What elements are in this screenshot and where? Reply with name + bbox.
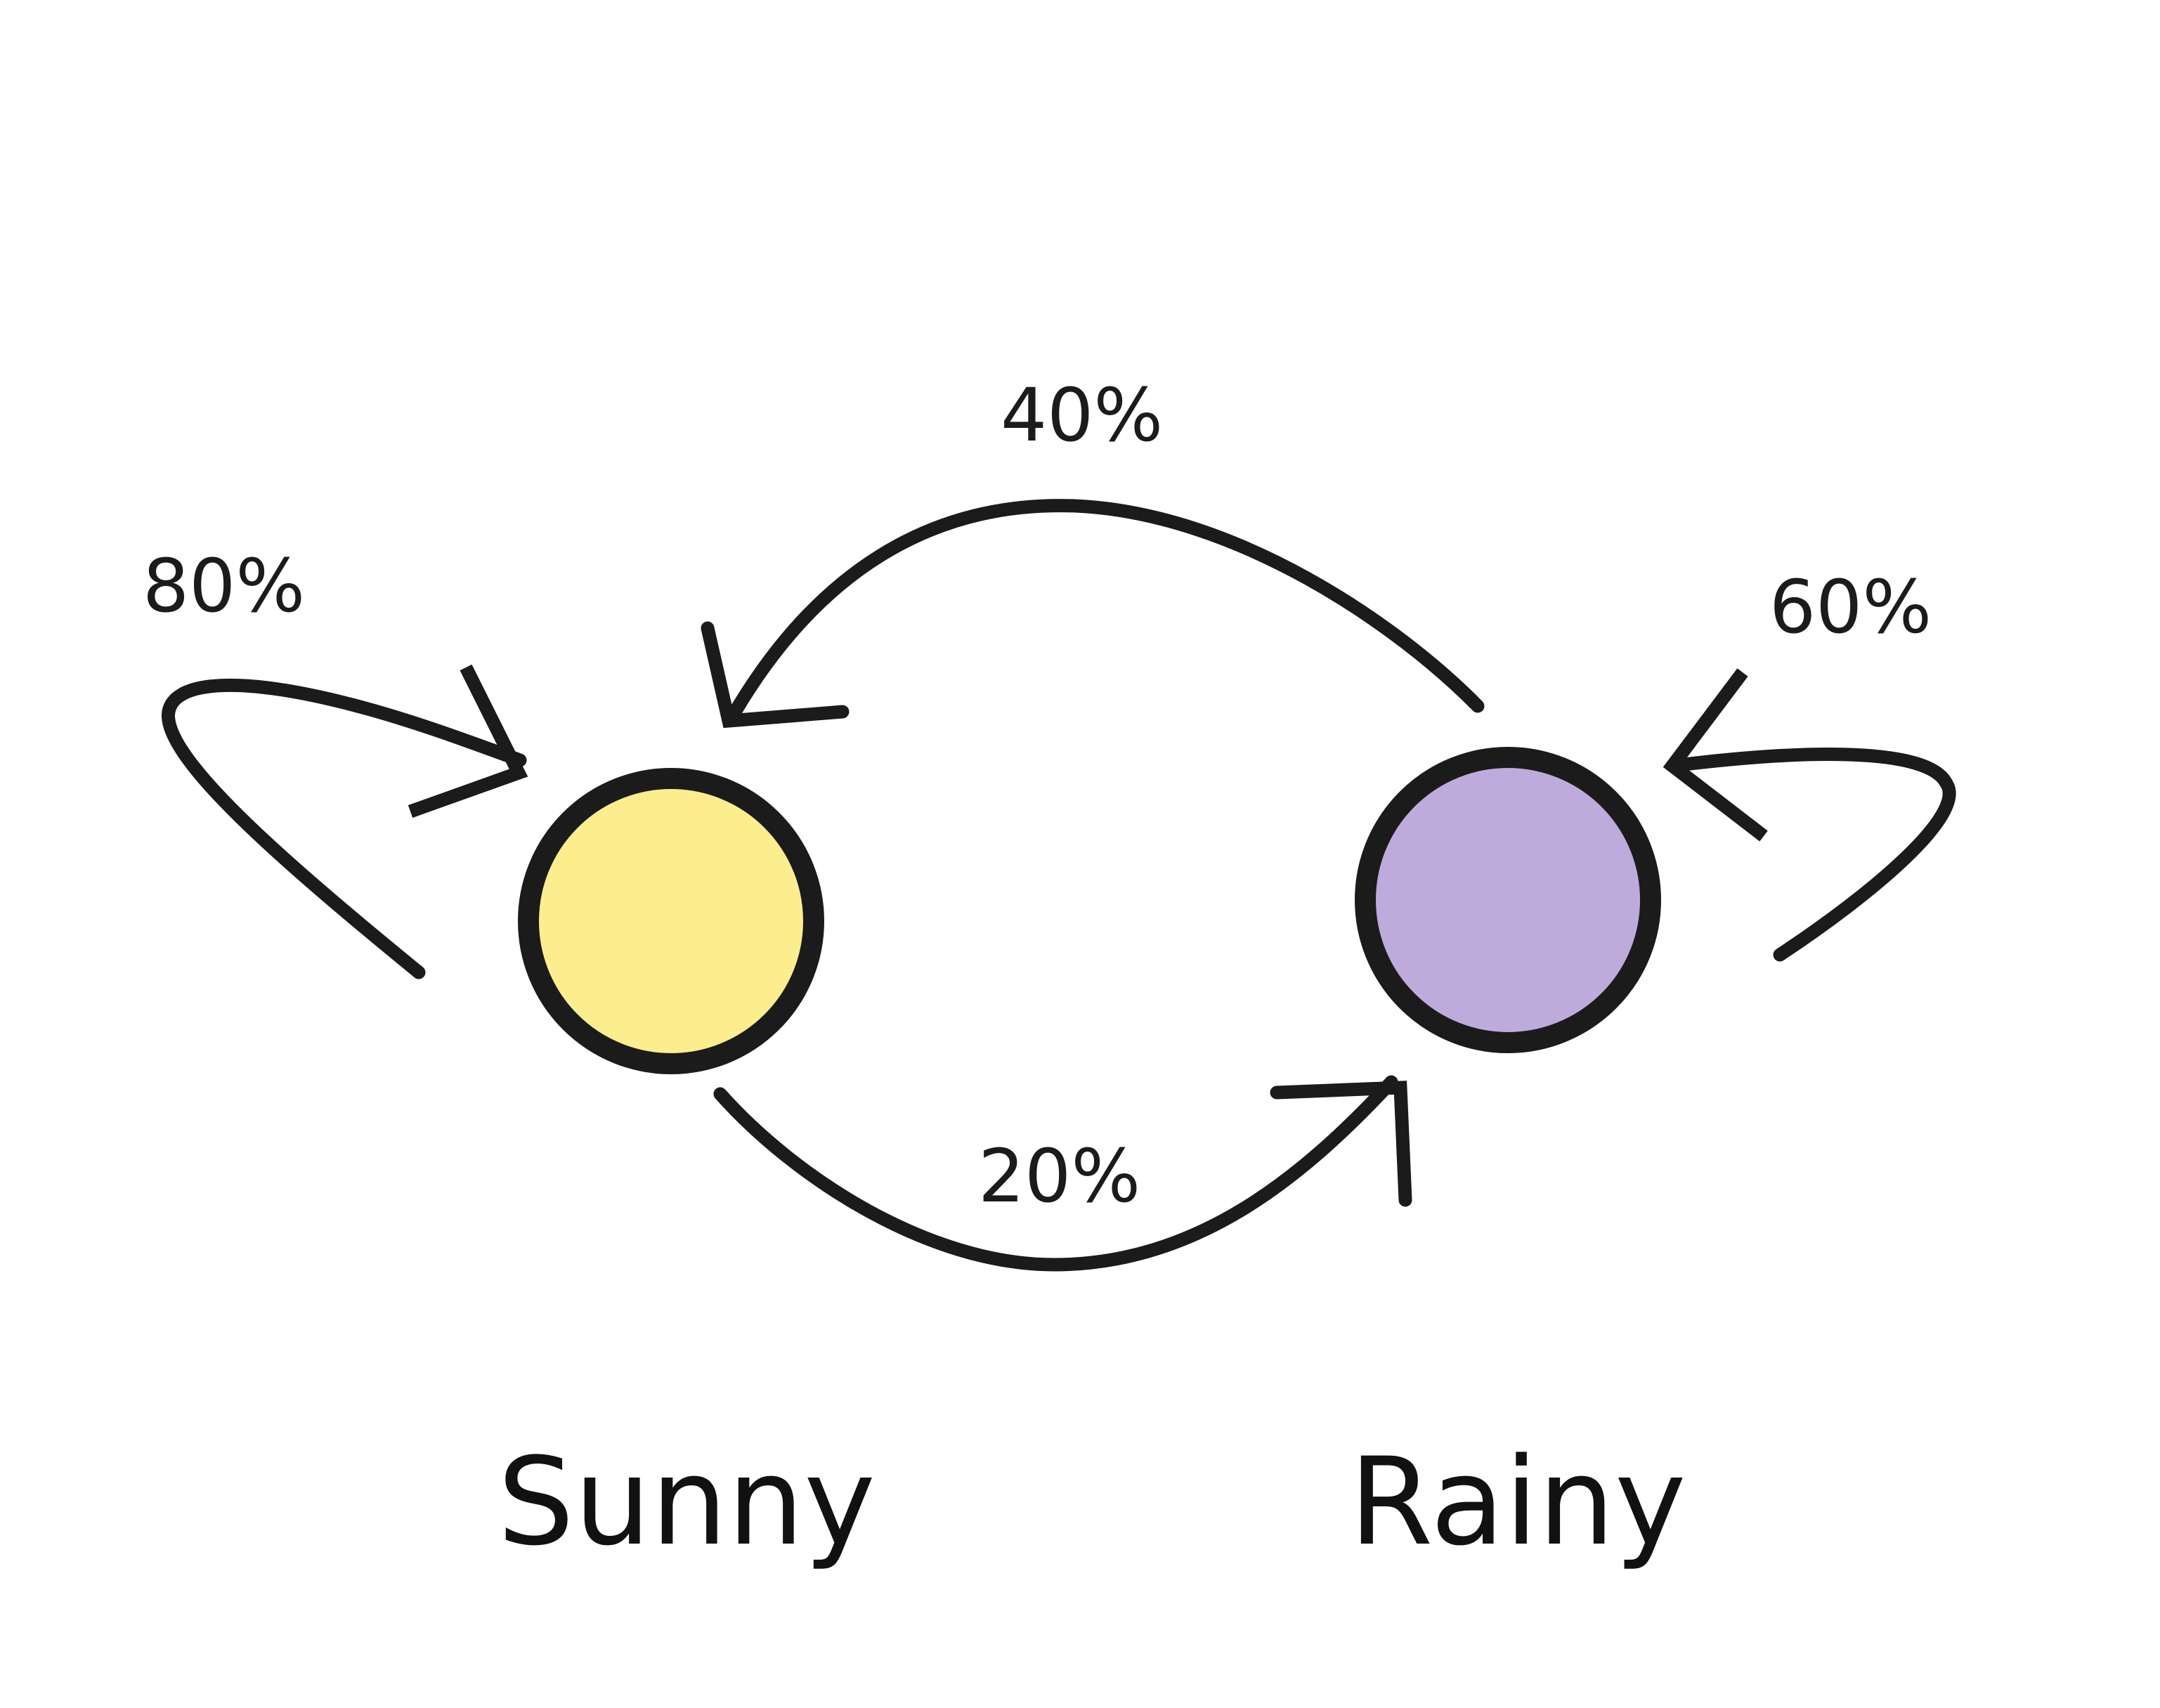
label-80-percent: 80% — [143, 543, 305, 629]
label-60-percent: 60% — [1769, 564, 1932, 650]
sunny-self-loop-arrow-curve — [162, 678, 527, 979]
rainy-self-loop-arrowhead — [1663, 668, 1768, 842]
sunny-to-rainy-arrow-curve — [713, 1075, 1398, 1272]
rainy-to-sunny-arrow-curve — [727, 499, 1485, 720]
rainy-state-label: Rainy — [1349, 1431, 1686, 1572]
sunny-state-node — [518, 768, 824, 1074]
label-40-percent: 40% — [1001, 372, 1163, 458]
rainy-to-sunny-arrowhead — [701, 621, 850, 729]
transition-rainy-to-rainy: 60% — [1663, 564, 1956, 962]
sunny-to-rainy-arrowhead — [1270, 1081, 1412, 1207]
rainy-state-node — [1355, 747, 1661, 1053]
label-20-percent: 20% — [978, 1133, 1140, 1219]
rainy-self-loop-arrow-curve — [1665, 748, 1956, 962]
sunny-self-loop-arrowhead — [408, 664, 528, 818]
transition-sunny-to-rainy: 20% — [713, 1075, 1412, 1272]
transition-rainy-to-sunny: 40% — [701, 372, 1485, 729]
transition-sunny-to-sunny: 80% — [143, 543, 528, 979]
sunny-state-label: Sunny — [497, 1431, 876, 1572]
